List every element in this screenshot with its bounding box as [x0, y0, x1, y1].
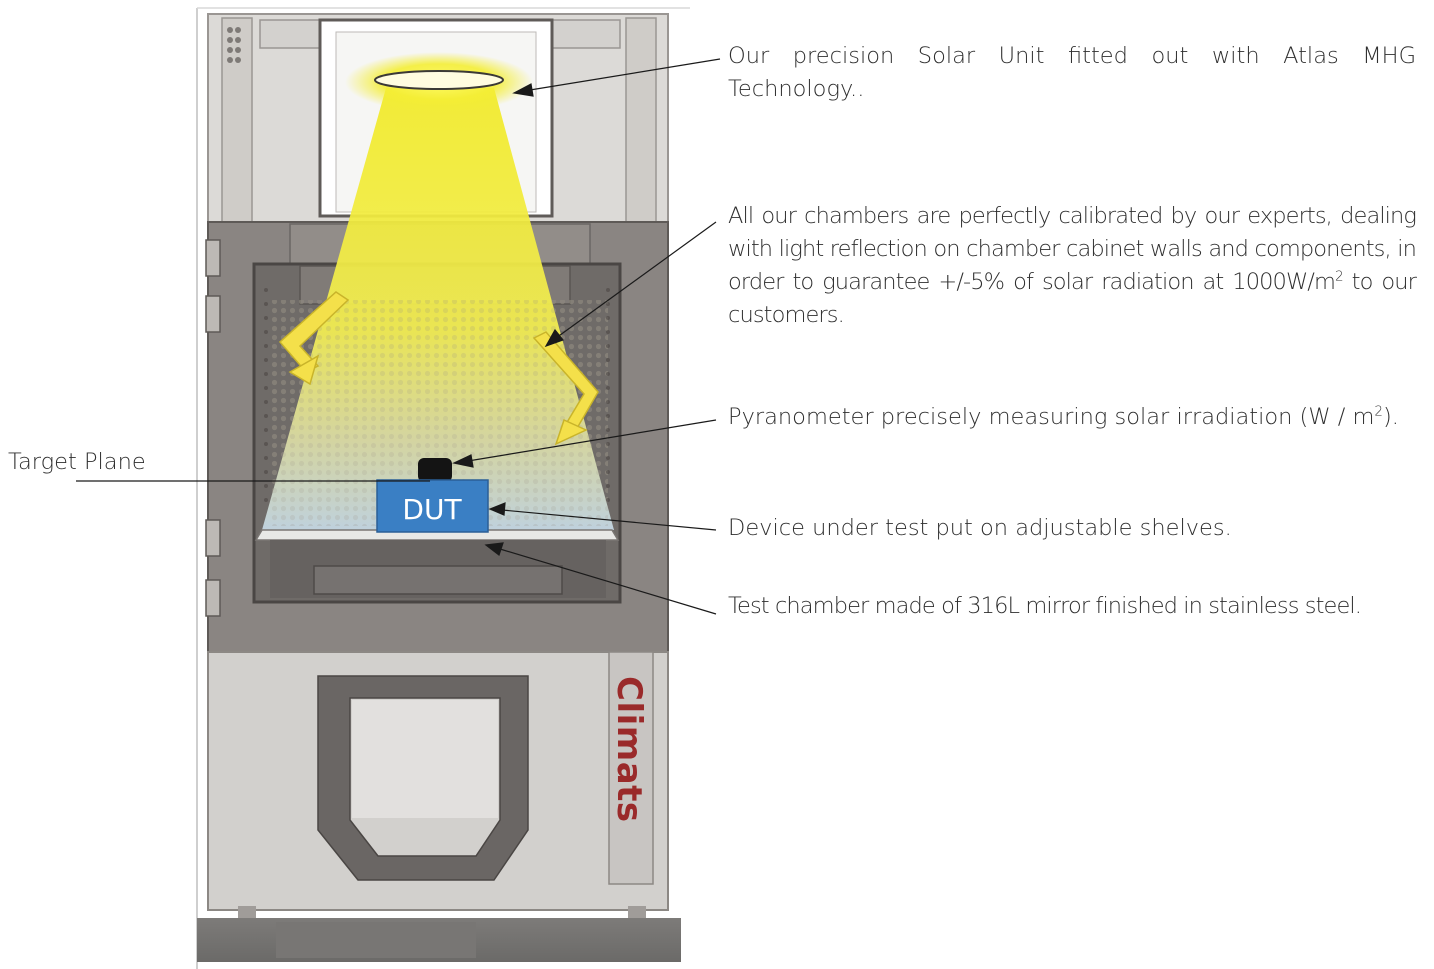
callout-arrow-solar-unit [512, 83, 534, 97]
brand-logo: Climats [609, 676, 649, 823]
callout-arrow-chamber [484, 542, 504, 556]
annotation-solar-unit: Our precision Solar Unit fitted out with… [728, 43, 1416, 102]
callout-line-solar-unit [529, 58, 721, 91]
dut-box [376, 479, 489, 533]
reflection-arrow-right-icon [532, 331, 599, 446]
brand-panel [608, 651, 654, 885]
vent-grille-icon [227, 27, 241, 63]
label-target-plane: Target Plane [8, 449, 146, 475]
callout-line-calibration [555, 221, 717, 339]
adjustable-shelf [254, 529, 620, 541]
annotation-calibration: All our chambers are perfectly calibrate… [728, 203, 1417, 328]
dut-label: DUT [402, 493, 462, 526]
callout-arrow-dut [488, 502, 506, 516]
door-latches [205, 239, 221, 617]
lamp-icon [374, 70, 504, 90]
pyranometer-icon [418, 458, 452, 482]
callout-arrow-pyranometer [452, 454, 474, 468]
annotation-dut: Device under test put on adjustable shel… [728, 515, 1232, 541]
callout-line-chamber [499, 548, 717, 615]
callout-line-pyranometer [467, 419, 717, 462]
callout-arrow-calibration [544, 328, 564, 348]
annotation-test-chamber: Test chamber made of 316L mirror finishe… [728, 593, 1362, 619]
reflection-arrow-left-icon [278, 291, 350, 386]
callout-line-dut [501, 509, 717, 531]
door-handle [317, 675, 529, 881]
annotation-pyranometer: Pyranometer precisely measuring solar ir… [728, 403, 1399, 430]
